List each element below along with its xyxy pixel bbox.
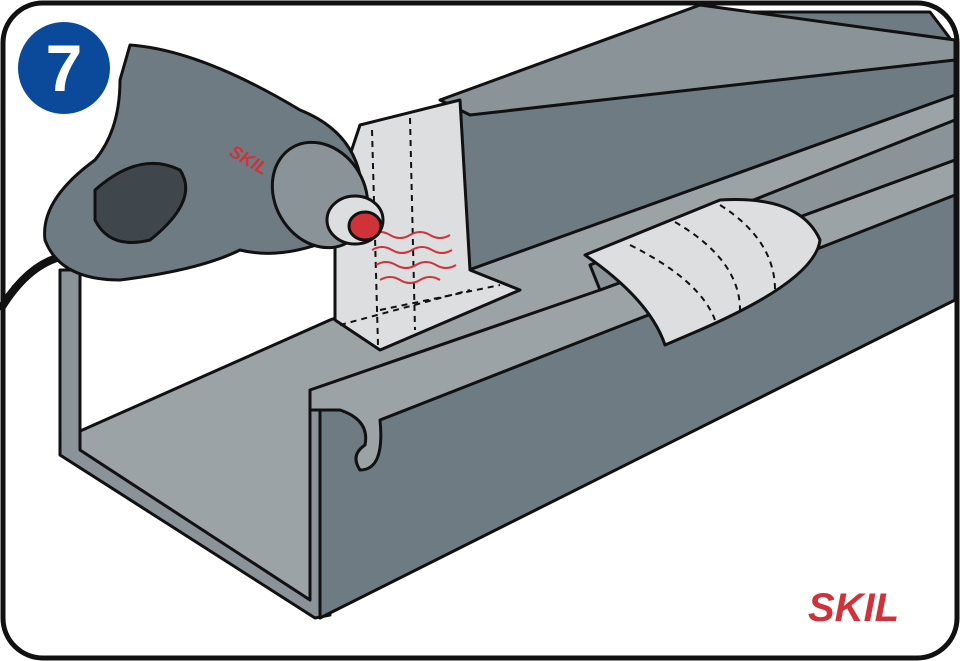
gutter-back-rim: [438, 3, 957, 117]
heat-gun: SKIL: [0, 43, 385, 313]
heat-waves: [369, 231, 457, 284]
nozzle-glow: [347, 210, 383, 242]
step-number-badge: 7: [18, 22, 110, 114]
grip-hole: [93, 161, 188, 244]
repair-tape-lip: [583, 198, 822, 347]
seam-dashed-lines: [339, 117, 776, 346]
skil-logo: SKIL: [808, 586, 899, 630]
